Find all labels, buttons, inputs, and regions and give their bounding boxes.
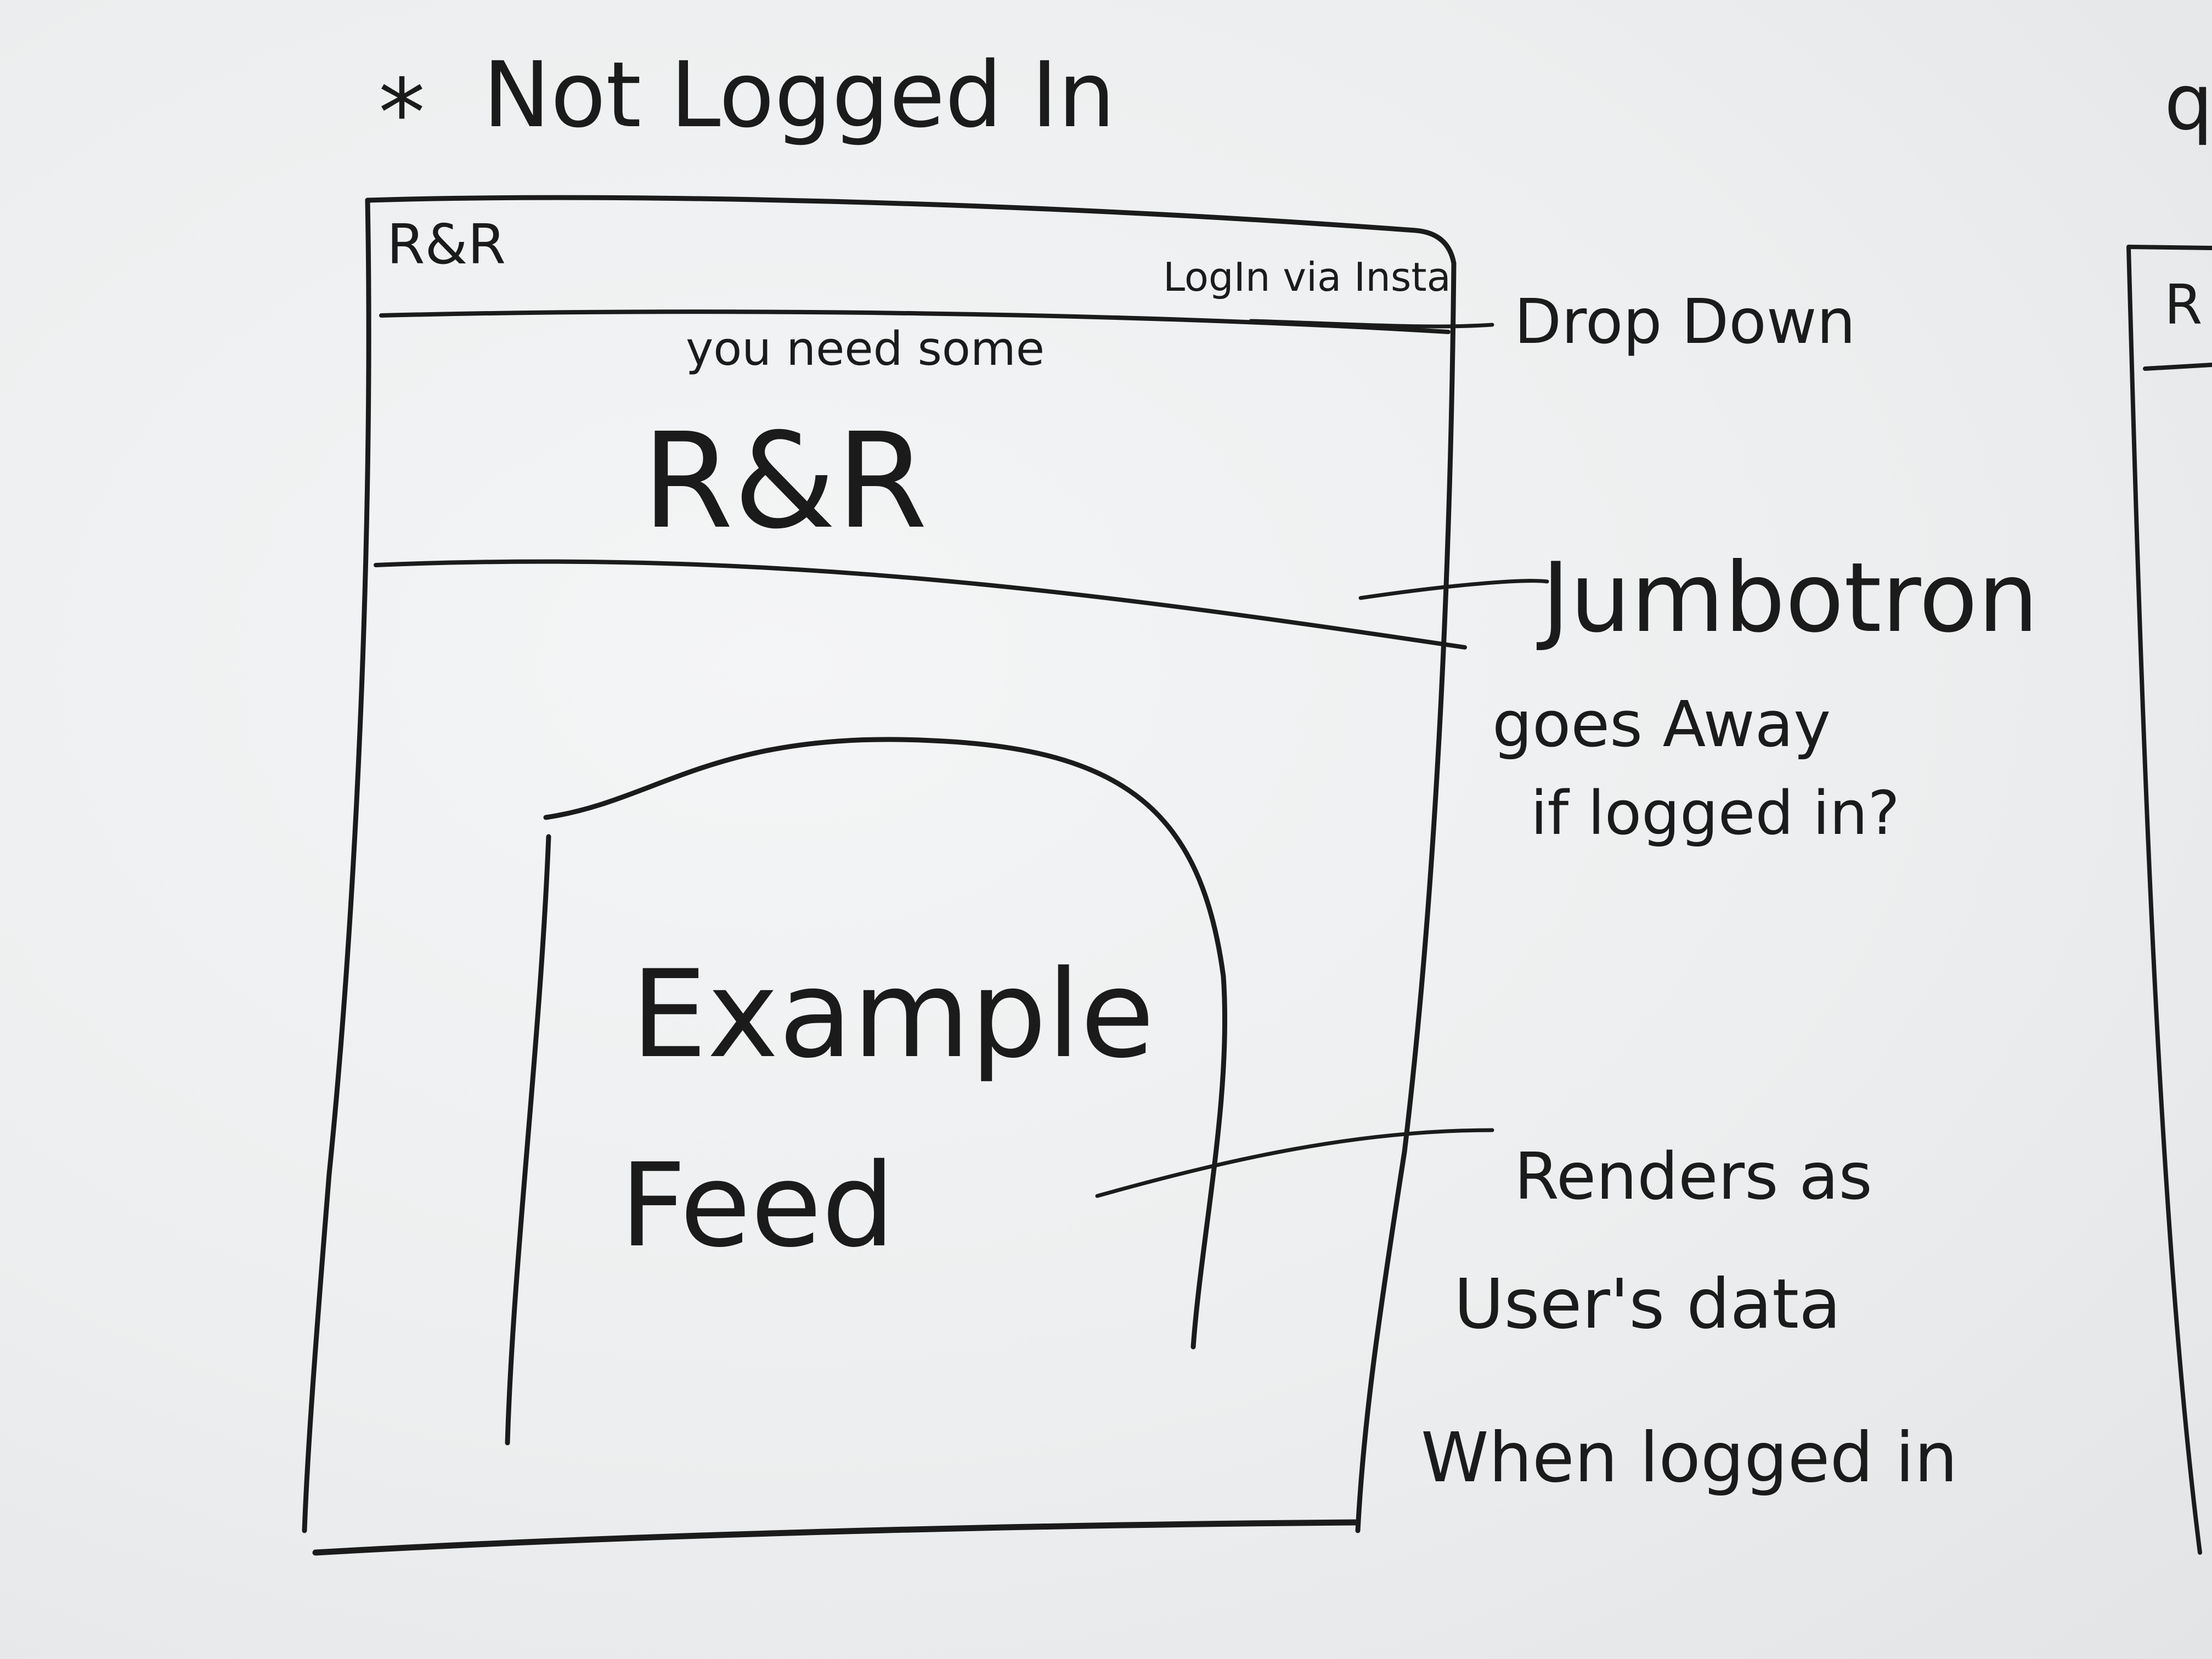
annotation-jumbotron-note-2: if logged in? — [1531, 778, 1900, 848]
jumbotron-divider — [374, 559, 1467, 650]
annotation-jumbotron: Jumbotron — [1536, 543, 2039, 654]
jumbotron-title: R&R — [642, 404, 928, 558]
wireframe-frame-right — [1355, 261, 1457, 1533]
next-sketch-frame-top — [2126, 245, 2212, 250]
wireframe-frame-left — [302, 198, 371, 1533]
annotation-feed-note-3: When logged in — [1421, 1418, 1958, 1498]
annotation-jumbotron-note-1: goes Away — [1492, 688, 1831, 761]
next-sketch-divider — [2143, 363, 2212, 371]
wireframe-frame-bottom — [312, 1519, 1358, 1556]
heading-star-marker: * — [379, 59, 425, 168]
navbar-login-link[interactable]: LogIn via Insta — [1163, 254, 1451, 300]
annotation-feed-note-1: Renders as — [1514, 1138, 1872, 1214]
feed-card-outline — [543, 737, 1228, 1350]
feed-card-left-edge — [505, 834, 551, 1446]
feed-pointer — [1095, 1128, 1494, 1198]
dropdown-pointer — [1249, 319, 1494, 329]
jumbotron-pointer — [1358, 579, 1549, 600]
navbar-brand: R&R — [387, 212, 506, 276]
annotation-dropdown: Drop Down — [1514, 286, 1855, 358]
jumbotron-tagline: you need some — [686, 322, 1045, 376]
feed-label-line2: Feed — [620, 1138, 895, 1273]
annotation-feed-note-2: User's data — [1454, 1265, 1841, 1344]
next-sketch-heading-fragment: q — [2164, 58, 2212, 148]
wireframe-frame-top — [365, 195, 1457, 266]
next-sketch-frame-left — [2126, 245, 2202, 1555]
next-sketch-brand-fragment: R — [2164, 273, 2202, 337]
page-heading: Not Logged In — [483, 42, 1115, 148]
feed-label-line1: Example — [631, 944, 1154, 1085]
